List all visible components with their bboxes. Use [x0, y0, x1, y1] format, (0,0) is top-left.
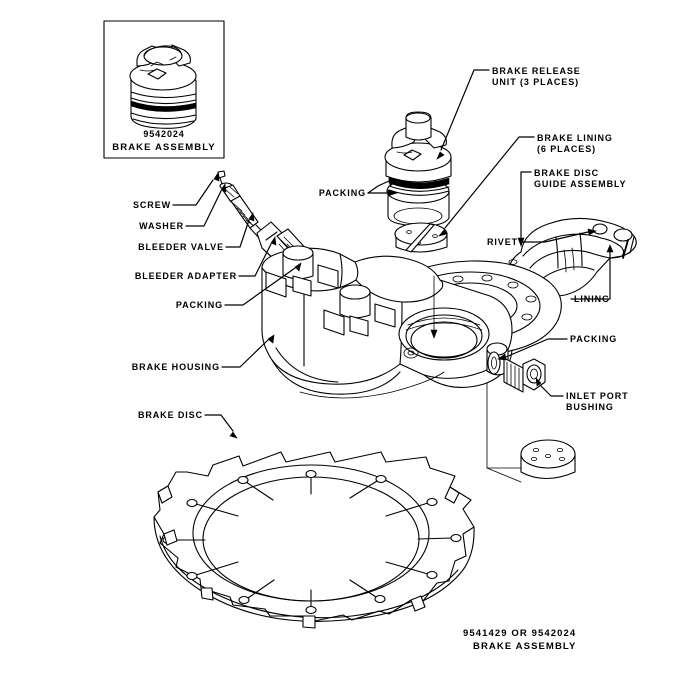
inlet-port-bushing-part: [503, 357, 546, 393]
leader-lines-right: [436, 69, 614, 397]
bottom-caption-text: BRAKE ASSEMBLY: [473, 641, 576, 652]
callout-brake-disc: BRAKE DISC: [138, 410, 203, 420]
bottom-caption: 9541429 OR 9542024 BRAKE ASSEMBLY: [463, 628, 576, 652]
inset-brake-assembly-illustration: [129, 44, 197, 129]
brake-lining-puck-upper: [394, 222, 448, 253]
callout-brake-lining-line1: BRAKE LINING: [537, 133, 613, 143]
brake-disc-part: [153, 451, 475, 629]
brake-lining-puck-lower: [486, 382, 576, 483]
callout-packing-right: PACKING: [570, 334, 617, 344]
callout-washer: WASHER: [139, 221, 184, 231]
callout-labels-left: SCREW WASHER BLEEDER VALVE BLEEDER ADAPT…: [132, 188, 366, 420]
callout-bleeder-valve: BLEEDER VALVE: [138, 242, 224, 252]
screw-part: [217, 170, 226, 185]
bleeder-valve-part: [221, 184, 266, 239]
callout-brake-disc-guide-assembly-line1: BRAKE DISC: [534, 168, 599, 178]
callout-packing-release-unit: PACKING: [319, 188, 366, 198]
callout-lining: LINING: [574, 294, 610, 304]
brake-release-unit-part: [384, 111, 452, 227]
brake-housing-part: [261, 245, 562, 399]
packing-ring-right: [487, 351, 501, 375]
callout-brake-release-unit-line2: UNIT (3 PLACES): [492, 77, 579, 87]
inset-part-number: 9542024: [143, 129, 184, 139]
callout-rivet: RIVET: [487, 237, 518, 247]
brake-disc-slots: [162, 469, 462, 615]
leader-lines-left: [172, 172, 399, 439]
callout-brake-housing: BRAKE HOUSING: [132, 362, 220, 372]
callout-screw: SCREW: [133, 200, 171, 210]
callout-packing-left: PACKING: [176, 300, 223, 310]
bottom-caption-part-number: 9541429 OR 9542024: [463, 628, 576, 639]
inset-caption: BRAKE ASSEMBLY: [112, 142, 215, 153]
callout-labels-right: BRAKE RELEASE UNIT (3 PLACES) BRAKE LINI…: [487, 66, 629, 412]
callout-brake-lining-line2: (6 PLACES): [537, 144, 596, 154]
callout-inlet-port-bushing-line1: INLET PORT: [566, 391, 629, 401]
callout-bleeder-adapter: BLEEDER ADAPTER: [135, 271, 237, 281]
callout-inlet-port-bushing-line2: BUSHING: [566, 402, 614, 412]
callout-brake-disc-guide-assembly-line2: GUIDE ASSEMBLY: [534, 179, 626, 189]
brake-assembly-inset: 9542024 BRAKE ASSEMBLY: [103, 20, 225, 159]
callout-brake-release-unit-line1: BRAKE RELEASE: [492, 66, 581, 76]
